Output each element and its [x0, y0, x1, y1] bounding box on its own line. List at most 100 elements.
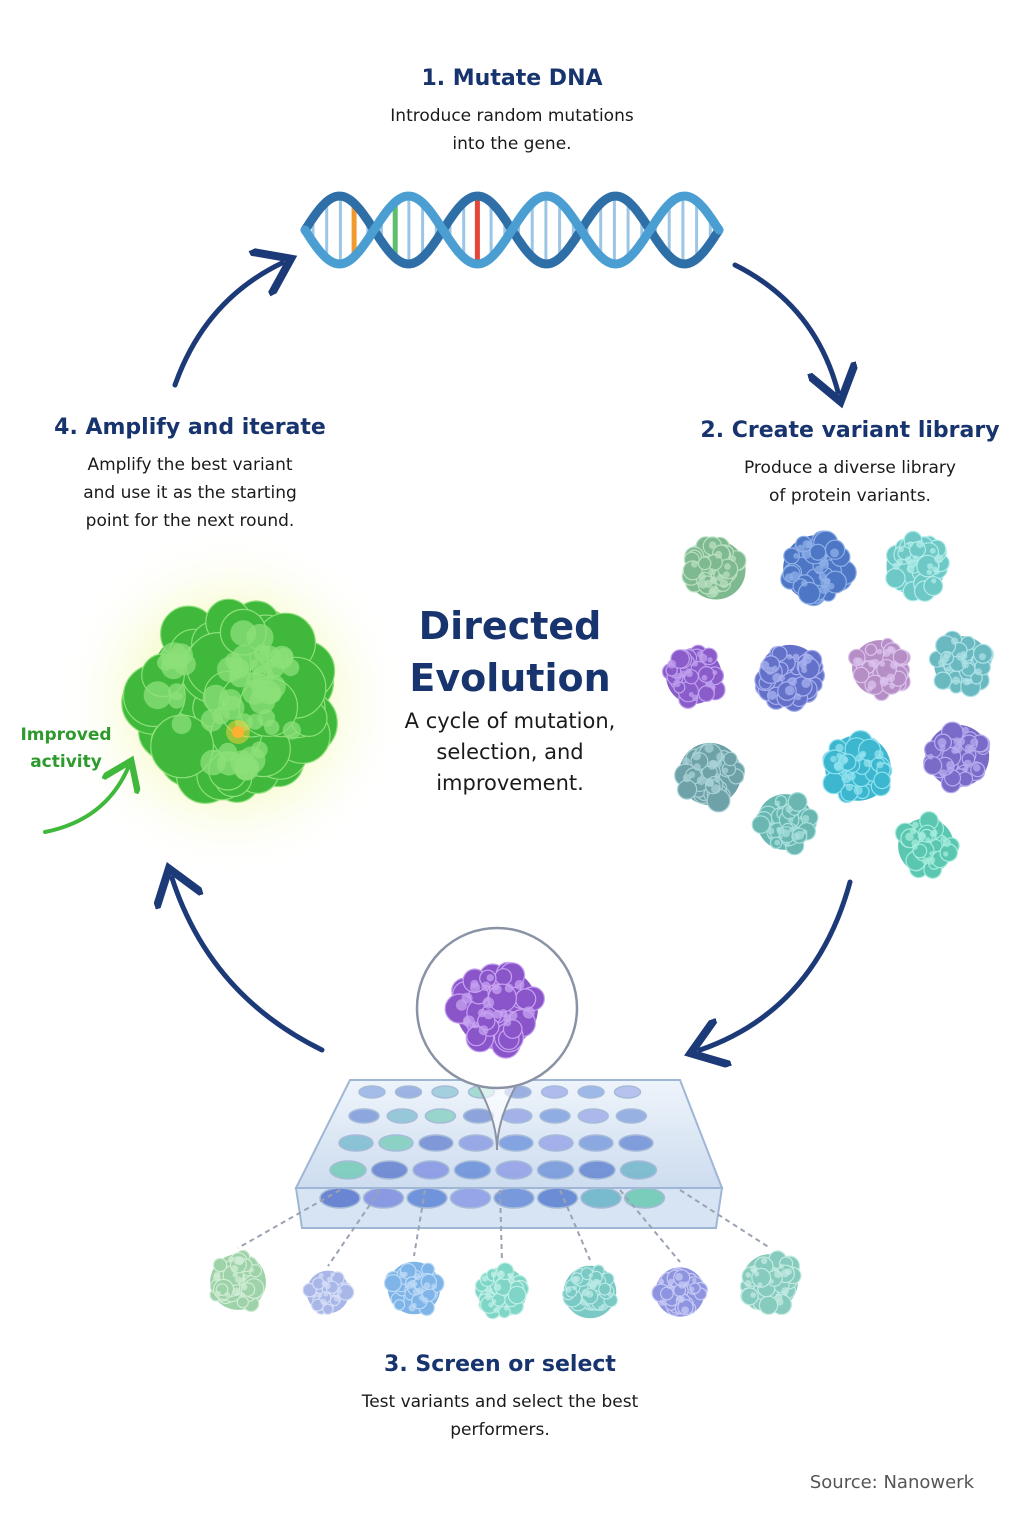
- screened-protein-icon: [561, 1264, 618, 1319]
- screened-protein-icon: [209, 1249, 266, 1313]
- plate-well: [338, 1134, 374, 1152]
- improved-label-line: activity: [30, 752, 102, 772]
- plate-well: [619, 1160, 658, 1180]
- step2-desc-line: of protein variants.: [769, 486, 931, 506]
- center-title-line: Evolution: [409, 656, 611, 700]
- plate-well: [536, 1187, 579, 1209]
- dna-helix: [300, 191, 724, 269]
- variant-protein-icon: [681, 536, 747, 600]
- step3-title: 3. Screen or select: [384, 1352, 616, 1377]
- step1-desc-line: into the gene.: [452, 134, 572, 154]
- plate-well: [358, 1085, 386, 1099]
- plate-well: [539, 1108, 571, 1124]
- variant-protein-icon: [894, 811, 960, 879]
- screened-variants-row: [209, 1189, 802, 1320]
- cycle-arrows: [172, 263, 850, 1050]
- screened-protein-icon: [383, 1261, 445, 1317]
- plate-well: [578, 1134, 614, 1152]
- plate-well: [453, 1160, 492, 1180]
- plate-well: [493, 1187, 535, 1209]
- improved-activity-arrow: [43, 768, 128, 834]
- screen-connector-line: [499, 1189, 503, 1263]
- plate-wells: [319, 1085, 666, 1209]
- magnifier-pin: [415, 926, 579, 1151]
- step2-desc-line: Produce a diverse library: [743, 458, 956, 478]
- green-protein-icon: [121, 598, 338, 804]
- step4-desc-line: and use it as the starting: [83, 483, 297, 503]
- plate-well: [501, 1108, 533, 1124]
- step2-description: Produce a diverse library of protein var…: [680, 454, 1020, 510]
- variant-protein-icon: [822, 729, 893, 804]
- plate-well: [495, 1160, 533, 1180]
- plate-well: [412, 1160, 450, 1180]
- center-desc-line: A cycle of mutation,: [404, 709, 616, 733]
- screen-connector-line: [237, 1189, 341, 1249]
- improved-label-line: Improved: [20, 725, 112, 745]
- plate-well: [618, 1134, 654, 1152]
- dna-strand-front: [300, 191, 724, 269]
- improved-protein: [57, 527, 407, 877]
- plate-well: [623, 1187, 666, 1209]
- plate-well: [406, 1187, 448, 1209]
- screened-protein-icon: [739, 1250, 802, 1316]
- step3-desc-line: performers.: [450, 1420, 550, 1440]
- plate-well: [378, 1134, 414, 1152]
- selected-protein-body: [444, 961, 545, 1059]
- variant-protein-icon: [923, 721, 991, 794]
- step1-title: 1. Mutate DNA: [421, 66, 603, 91]
- step3-description: Test variants and select the best perfor…: [300, 1388, 700, 1444]
- step2-title: 2. Create variant library: [700, 418, 1000, 443]
- step1-desc-line: Introduce random mutations: [390, 106, 634, 126]
- center-description: A cycle of mutation, selection, and impr…: [360, 706, 660, 799]
- variant-protein-icon: [661, 644, 726, 709]
- plate-well: [577, 1108, 609, 1124]
- green-protein-body: [121, 598, 338, 804]
- plate-well: [386, 1108, 418, 1124]
- arrow-step4-to-step1: [172, 263, 282, 388]
- variant-protein-icon: [885, 530, 950, 602]
- variant-protein-icon: [754, 644, 826, 712]
- plate-well: [578, 1160, 616, 1180]
- variant-library: [661, 530, 994, 879]
- plate-well: [319, 1187, 361, 1209]
- step4-desc-line: point for the next round.: [85, 511, 295, 531]
- screen-connector-line: [327, 1189, 381, 1267]
- arrow-step3-to-step4: [172, 878, 325, 1053]
- center-title: Directed Evolution: [360, 600, 660, 704]
- center-desc-line: selection, and: [436, 740, 584, 764]
- plate-well: [431, 1085, 459, 1099]
- variant-protein-icon: [928, 630, 994, 698]
- plate-well: [424, 1108, 457, 1124]
- plate-well: [370, 1160, 409, 1180]
- plate-well: [418, 1134, 454, 1152]
- step4-desc-line: Amplify the best variant: [87, 455, 293, 475]
- step4-title: 4. Amplify and iterate: [54, 415, 326, 440]
- screened-protein-icon: [302, 1270, 355, 1315]
- plate-well: [348, 1108, 380, 1124]
- plate-well: [613, 1085, 642, 1099]
- screened-protein-icon: [651, 1267, 708, 1317]
- plate-well: [580, 1187, 622, 1209]
- center-title-line: Directed: [418, 604, 602, 648]
- step3-desc-line: Test variants and select the best: [361, 1392, 639, 1412]
- plate-well: [498, 1134, 534, 1152]
- plate-well: [458, 1134, 494, 1152]
- step4-description: Amplify the best variant and use it as t…: [30, 451, 350, 535]
- plate-well: [540, 1085, 569, 1099]
- screen-connector-line: [413, 1189, 426, 1257]
- plate-well: [577, 1085, 605, 1099]
- step1-description: Introduce random mutations into the gene…: [312, 102, 712, 158]
- arrow-step1-to-step2: [732, 262, 838, 392]
- plate-well: [615, 1108, 648, 1124]
- plate-well: [449, 1187, 492, 1209]
- microplate: [294, 1079, 724, 1229]
- screen-connector-line: [559, 1189, 591, 1261]
- screen-connector-line: [619, 1189, 681, 1263]
- variant-protein-icon: [847, 637, 911, 702]
- variant-protein-icon: [674, 742, 746, 813]
- plate-well: [536, 1160, 575, 1180]
- plate-well: [394, 1085, 423, 1099]
- arrow-step2-to-step3: [700, 879, 853, 1050]
- center-desc-line: improvement.: [436, 771, 584, 795]
